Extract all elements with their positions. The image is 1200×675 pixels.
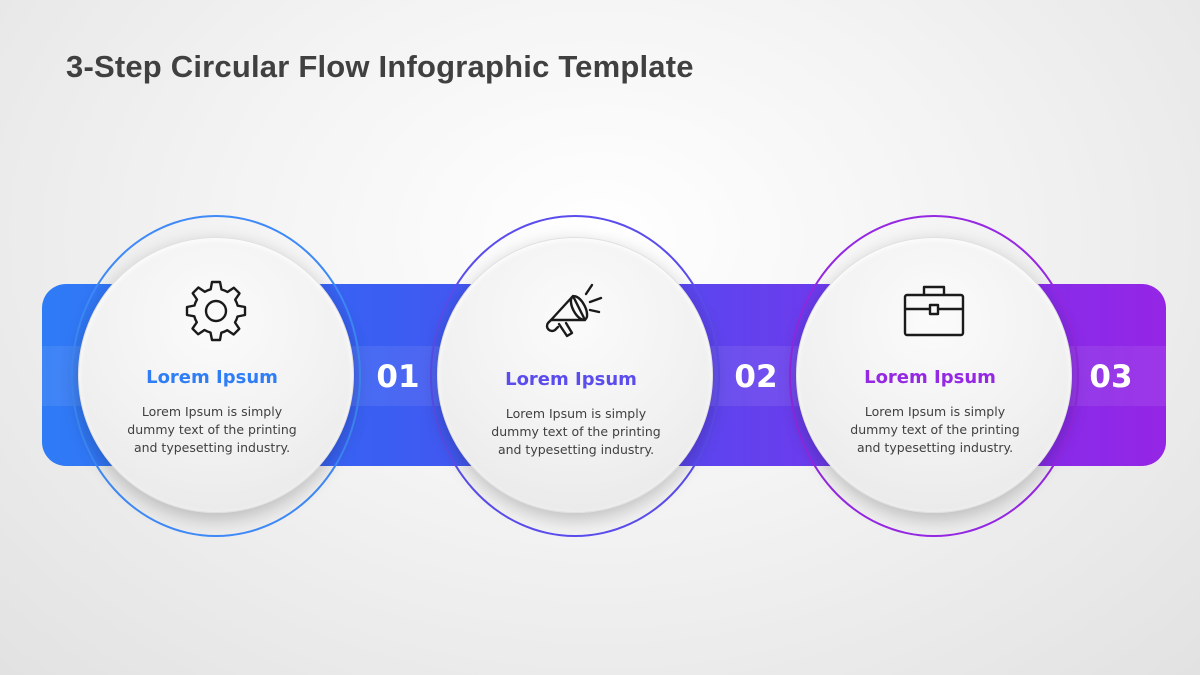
step-1-number: 01	[376, 359, 420, 395]
step-2-ring	[430, 215, 720, 537]
step-3-description: Lorem Ipsum is simply dummy text of the …	[850, 404, 1020, 455]
step-1-ring	[71, 215, 361, 537]
step-1-heading: Lorem Ipsum	[146, 367, 278, 388]
step-3-heading: Lorem Ipsum	[864, 367, 996, 388]
step-2-description: Lorem Ipsum is simply dummy text of the …	[491, 406, 661, 457]
megaphone-icon	[539, 278, 609, 348]
step-2-heading: Lorem Ipsum	[505, 369, 637, 390]
step-3-circle	[796, 237, 1072, 513]
step-2-circle	[437, 237, 713, 513]
step-2-number: 02	[734, 359, 778, 395]
briefcase-icon	[899, 277, 969, 347]
step-1-description: Lorem Ipsum is simply dummy text of the …	[127, 404, 297, 455]
gear-icon	[181, 276, 251, 346]
step-3-number: 03	[1089, 359, 1133, 395]
step-3-ring	[789, 215, 1079, 537]
page-title: 3-Step Circular Flow Infographic Templat…	[66, 49, 694, 84]
